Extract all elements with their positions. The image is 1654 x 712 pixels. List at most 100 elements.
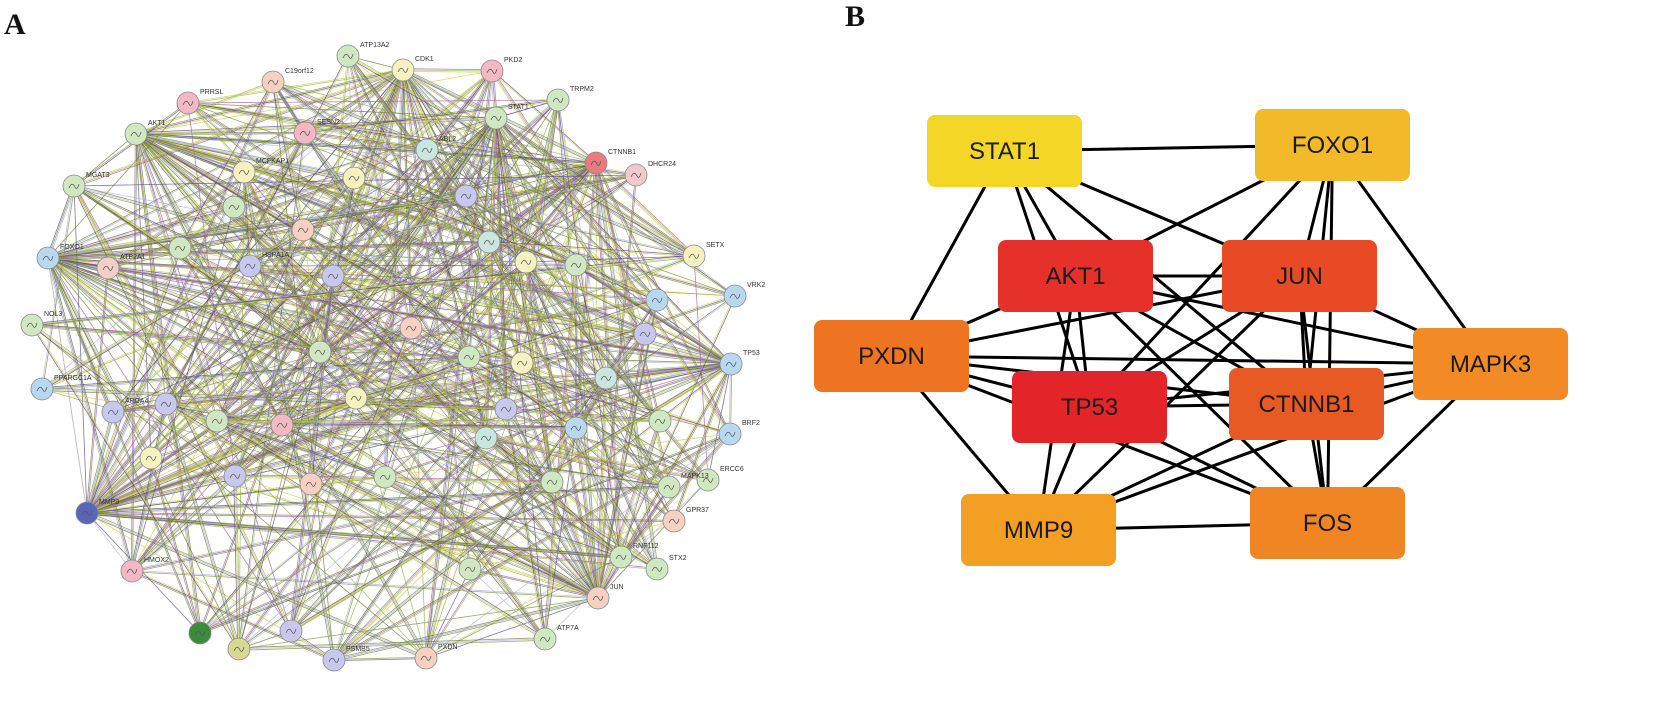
hub-node-box xyxy=(927,115,1082,187)
network-a-edge xyxy=(31,324,427,659)
network-a-edge xyxy=(151,398,357,460)
network-a-node: HSPA1A xyxy=(238,252,289,278)
network-a-node-circle xyxy=(657,475,681,499)
network-a-edge xyxy=(47,171,244,258)
network-a-node-label: VRK2 xyxy=(747,282,765,289)
network-a-edge xyxy=(48,256,658,300)
network-a-edge xyxy=(495,117,507,410)
network-a-node-circle xyxy=(480,59,504,83)
network-a-edge xyxy=(486,436,709,480)
network-a-edge xyxy=(47,258,645,336)
network-a-node-label: MMP9 xyxy=(99,499,119,506)
network-a-edge xyxy=(48,196,467,260)
network-a-edge xyxy=(188,102,675,521)
network-a-edge xyxy=(280,117,496,425)
network-a-edge xyxy=(216,397,357,422)
network-a-edge xyxy=(238,638,546,650)
network-a-node-label: RNF112 xyxy=(633,543,659,550)
protein-structure-icon xyxy=(500,406,512,412)
network-b-edges xyxy=(890,143,1492,532)
network-a-edge xyxy=(32,324,240,649)
network-a-node-circle xyxy=(223,464,247,488)
network-a-node-circle xyxy=(645,557,669,581)
network-a-edge xyxy=(356,396,670,487)
network-a-edge xyxy=(200,482,553,635)
network-a-edge xyxy=(166,402,386,477)
network-a-edge xyxy=(496,117,732,364)
network-a-edge xyxy=(234,206,547,639)
network-a-edge xyxy=(348,54,695,256)
network-a-edge xyxy=(332,437,486,660)
network-a-node-circle xyxy=(261,70,285,94)
network-a-edge xyxy=(135,134,180,249)
network-a-edge xyxy=(282,118,498,426)
protein-structure-icon xyxy=(688,253,700,259)
network-a-edge xyxy=(486,436,553,482)
network-a-edge xyxy=(31,263,576,325)
network-a-edge xyxy=(187,102,607,379)
network-a-edge xyxy=(135,133,167,405)
network-a-edge xyxy=(74,184,732,364)
network-a-node-circle xyxy=(168,236,192,260)
network-a-edge xyxy=(238,171,245,650)
network-a-node xyxy=(373,465,397,489)
network-a-node: VRK2 xyxy=(723,282,765,308)
protein-structure-icon xyxy=(68,183,80,189)
network-a-node-circle xyxy=(30,377,54,401)
network-a-edge xyxy=(48,186,76,259)
network-a-edge xyxy=(47,241,490,259)
network-a-node xyxy=(564,416,588,440)
network-a-node xyxy=(308,340,332,364)
network-a-edge xyxy=(525,261,709,481)
network-a-edge xyxy=(132,404,168,572)
network-a-edge xyxy=(216,396,356,421)
network-a-edge xyxy=(86,486,670,514)
network-a-edge xyxy=(235,262,527,477)
network-a-edge xyxy=(495,117,695,257)
network-a-edge xyxy=(200,434,731,634)
network-a-edge xyxy=(672,363,731,521)
network-a-node-label: ABL2 xyxy=(439,136,456,143)
network-a-node: DHCR24 xyxy=(624,161,676,187)
network-a-node-circle xyxy=(322,648,346,672)
network-a-node xyxy=(270,413,294,437)
network-a-edge xyxy=(234,299,658,477)
network-a-edge xyxy=(401,70,411,329)
network-a-edge xyxy=(86,99,559,514)
network-a-node: PPARGC1A xyxy=(30,375,92,401)
network-a-edge xyxy=(151,457,202,633)
network-a-edge xyxy=(235,475,241,649)
network-a-edge xyxy=(402,70,492,73)
network-a-edge xyxy=(319,299,658,353)
network-a-node-label: ATP2A1 xyxy=(120,254,146,261)
hub-node-box xyxy=(1012,371,1167,443)
hub-node-mapk3: MAPK3 xyxy=(1413,328,1568,400)
protein-structure-icon xyxy=(516,360,528,366)
network-a-edge xyxy=(131,571,334,662)
network-a-edge xyxy=(281,425,576,430)
protein-structure-icon xyxy=(229,473,241,479)
network-a-edge xyxy=(131,480,552,571)
network-a-node: CTNNB1 xyxy=(584,149,636,175)
network-a-node-circle xyxy=(723,284,747,308)
network-a-edge xyxy=(233,476,239,650)
network-a-edge xyxy=(200,378,607,634)
network-a-edge xyxy=(491,71,596,164)
network-a-edge xyxy=(282,423,599,598)
protein-structure-icon xyxy=(182,100,194,106)
hub-node-label: FOS xyxy=(1303,510,1352,537)
network-a-edge xyxy=(179,248,506,411)
network-a-edge xyxy=(319,298,657,352)
network-a-edge xyxy=(334,482,554,662)
protein-structure-icon xyxy=(463,354,475,360)
network-a-edge xyxy=(355,332,645,398)
network-a-edge xyxy=(272,81,695,257)
network-a-edge xyxy=(165,132,305,404)
network-a-edge xyxy=(465,196,576,266)
network-a-edge xyxy=(576,264,608,378)
network-a-edge xyxy=(131,475,236,572)
network-a-edge xyxy=(132,569,335,660)
network-a-edge xyxy=(333,333,646,661)
network-a-edge xyxy=(41,388,507,410)
